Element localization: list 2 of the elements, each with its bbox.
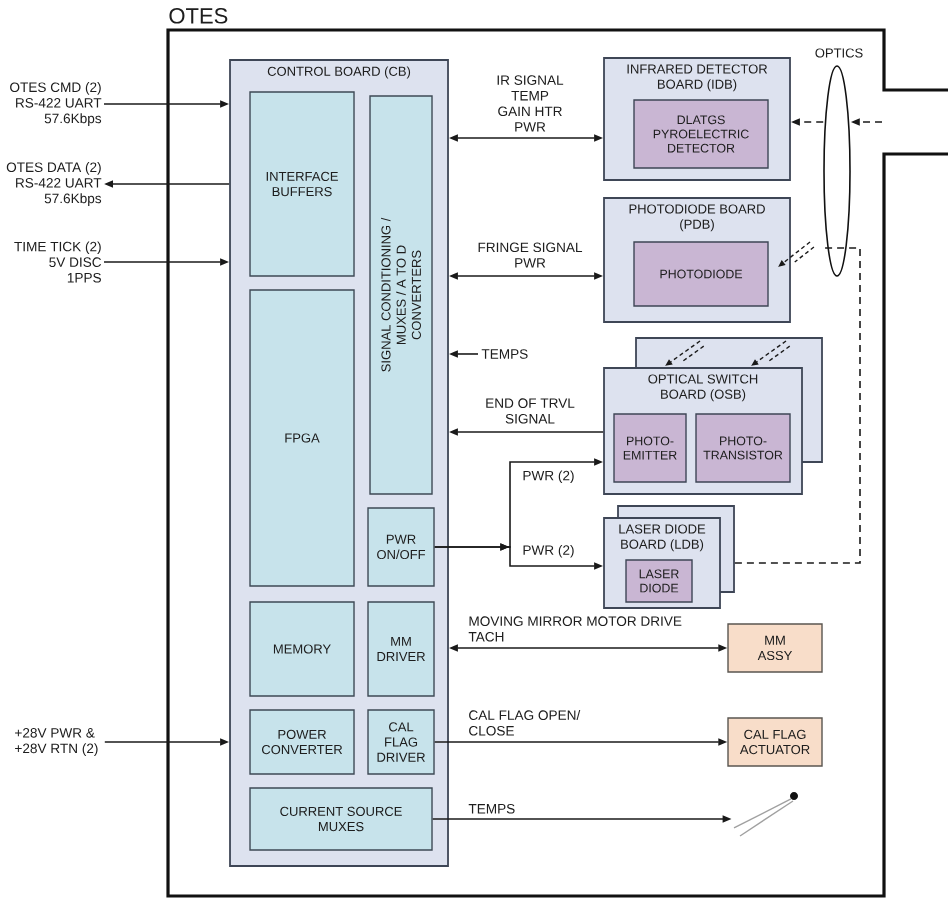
connector-line <box>734 247 861 564</box>
thermistor-icon <box>733 792 798 837</box>
